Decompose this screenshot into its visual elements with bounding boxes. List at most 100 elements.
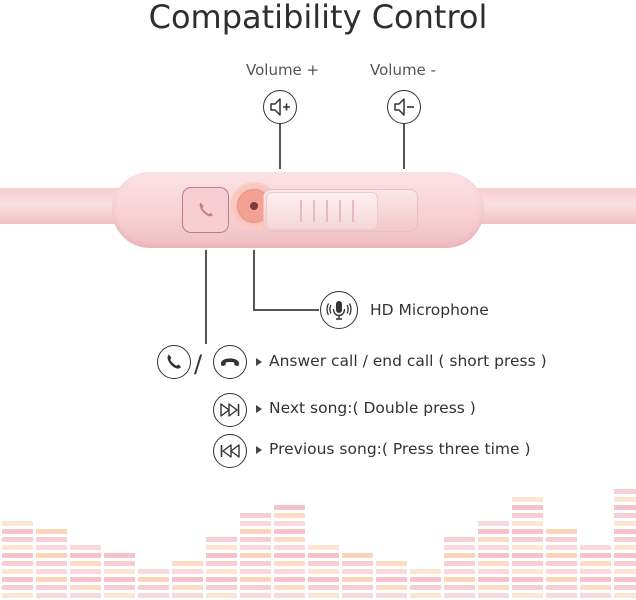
equalizer-segment [478,545,509,550]
equalizer-segment [478,537,509,542]
equalizer-segment [512,569,543,574]
equalizer-segment [2,537,33,542]
equalizer-segment [138,593,169,598]
speaker-plus-icon [263,90,297,124]
equalizer-segment [512,585,543,590]
equalizer-segment [512,529,543,534]
equalizer-segment [614,529,636,534]
equalizer-segment [2,585,33,590]
equalizer-segment [512,561,543,566]
equalizer-segment [240,593,271,598]
equalizer-segment [342,553,373,558]
equalizer-segment [580,577,611,582]
equalizer-segment [240,577,271,582]
equalizer-segment [70,577,101,582]
equalizer-segment [614,497,636,502]
equalizer-segment [546,577,577,582]
equalizer-segment [342,585,373,590]
equalizer-segment [546,593,577,598]
equalizer-segment [274,545,305,550]
volume-rocker-knob[interactable] [266,192,378,230]
equalizer-segment [614,545,636,550]
equalizer-segment [512,593,543,598]
separator-slash: / [194,350,203,378]
equalizer-segment [342,561,373,566]
equalizer-segment [2,593,33,598]
previous-song-text: Previous song:( Press three time ) [269,440,531,458]
equalizer-segment [70,593,101,598]
equalizer-segment [580,545,611,550]
equalizer-segment [546,529,577,534]
equalizer-segment [70,545,101,550]
equalizer-segment [478,529,509,534]
equalizer-segment [614,489,636,494]
equalizer-segment [444,585,475,590]
equalizer-segment [240,545,271,550]
equalizer-segment [206,569,237,574]
equalizer-segment [240,569,271,574]
microphone-hole [250,202,258,210]
equalizer-segment [342,593,373,598]
equalizer-segment [546,553,577,558]
equalizer-segment [512,577,543,582]
equalizer-segment [614,513,636,518]
call-leader [205,250,207,344]
equalizer-segment [308,561,339,566]
equalizer-segment [104,585,135,590]
equalizer-segment [308,593,339,598]
equalizer-segment [206,577,237,582]
equalizer-segment [70,561,101,566]
equalizer-segment [614,505,636,510]
equalizer-segment [444,561,475,566]
microphone-leader-vertical [253,250,255,310]
equalizer-segment [546,569,577,574]
equalizer-segment [512,497,543,502]
equalizer-segment [308,577,339,582]
equalizer-segment [376,561,407,566]
equalizer-segment [240,521,271,526]
microphone-leader-horizontal [253,309,319,311]
equalizer-segment [512,513,543,518]
equalizer-segment [308,585,339,590]
equalizer-segment [70,553,101,558]
equalizer-segment [444,593,475,598]
equalizer-segment [580,585,611,590]
equalizer-segment [376,569,407,574]
equalizer-segment [2,561,33,566]
equalizer-segment [478,561,509,566]
rocker-ridge [313,200,315,222]
equalizer-segment [274,593,305,598]
equalizer-segment [308,553,339,558]
equalizer-segment [274,529,305,534]
equalizer-segment [104,561,135,566]
rocker-ridge [326,200,328,222]
equalizer-segment [614,521,636,526]
equalizer-segment [444,545,475,550]
equalizer-segment [478,593,509,598]
microphone-label: HD Microphone [370,301,489,319]
equalizer-segment [206,545,237,550]
equalizer-segment [376,577,407,582]
equalizer-segment [274,521,305,526]
volume-plus-label: Volume + [246,61,320,79]
equalizer-segment [546,545,577,550]
equalizer-segment [274,537,305,542]
bullet-arrow-icon [256,405,262,413]
equalizer-segment [36,529,67,534]
equalizer-segment [410,593,441,598]
equalizer-segment [172,577,203,582]
volume-minus-label: Volume - [370,61,436,79]
equalizer-segment [240,537,271,542]
call-button[interactable] [182,187,229,233]
equalizer-segment [614,593,636,598]
equalizer-segment [206,553,237,558]
equalizer-segment [580,569,611,574]
equalizer-segment [172,585,203,590]
equalizer-segment [206,561,237,566]
page-title: Compatibility Control [148,0,488,36]
equalizer-segment [104,569,135,574]
equalizer-segment [546,561,577,566]
equalizer-segment [36,545,67,550]
equalizer-segment [580,553,611,558]
equalizer-segment [274,569,305,574]
